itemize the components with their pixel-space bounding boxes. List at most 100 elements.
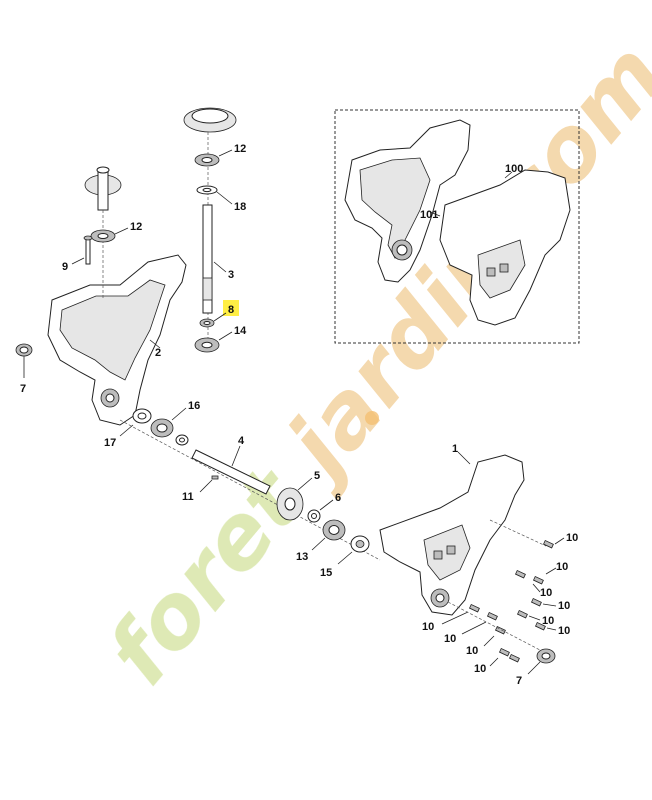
label-10g: 10 [422, 621, 434, 633]
housing-2-boss-hole [105, 393, 115, 403]
shaft-4-drawing [191, 449, 271, 495]
label-9: 9 [62, 261, 68, 273]
screw-10h-drawing [486, 611, 498, 621]
bearing-14-hole [201, 341, 213, 349]
washer-17-hole [137, 412, 147, 420]
watermark-dot [365, 411, 379, 425]
leader-10d [542, 603, 557, 607]
label-1: 1 [452, 443, 458, 455]
bearing-16-hole [156, 423, 168, 433]
inset-frame [334, 109, 580, 344]
label-6: 6 [335, 492, 341, 504]
housing-101-bearing-hole [396, 244, 408, 256]
leader-3 [213, 261, 227, 273]
label-17: 17 [104, 437, 116, 449]
screws-10-group: 10 10 10 10 10 10 10 10 10 [422, 519, 578, 675]
leader-11 [199, 479, 213, 493]
label-16: 16 [188, 400, 200, 412]
leader-12-left [114, 227, 129, 235]
leader-16 [171, 407, 187, 421]
label-10b: 10 [556, 561, 568, 573]
label-13: 13 [296, 551, 308, 563]
leader-7-right [527, 661, 541, 675]
gear-5-hub [284, 497, 296, 511]
label-10e: 10 [542, 615, 554, 627]
housing-1-warning-symbol-1 [433, 550, 443, 560]
label-10d: 10 [558, 600, 570, 612]
seal-7-left-hole [19, 346, 29, 354]
bolt-9-drawing [85, 237, 91, 265]
screw-10f-drawing [534, 621, 546, 631]
right-housing-group: 1 [379, 443, 525, 616]
screw-10e-drawing [516, 609, 528, 619]
housing-2-inner [59, 279, 166, 381]
screw-10b2-drawing [532, 575, 544, 585]
leader-4 [231, 445, 241, 467]
axis-seal-right [447, 601, 541, 651]
leader-18 [216, 191, 233, 205]
screw-10b-drawing [514, 569, 526, 579]
label-10j: 10 [474, 663, 486, 675]
left-housing-group: 2 [47, 254, 187, 426]
washer-18-hole [202, 187, 212, 193]
label-8[interactable]: 8 [228, 304, 234, 316]
leader-14 [218, 331, 233, 341]
screw-10d-drawing [530, 597, 542, 607]
housing-1-bearing-hole [435, 593, 445, 603]
bearing-12-left-hole [97, 233, 109, 239]
highlight-part-8 [223, 300, 239, 316]
label-2: 2 [155, 347, 161, 359]
leader-10g [441, 611, 469, 625]
upper-left-gear-group: 12 9 [62, 166, 142, 300]
leader-100 [504, 171, 513, 179]
leader-10a [554, 537, 565, 545]
label-12-top: 12 [234, 143, 246, 155]
label-10c: 10 [540, 587, 552, 599]
shaft-3-drawing [202, 204, 213, 314]
label-14: 14 [234, 325, 247, 337]
leader-10h [461, 621, 487, 635]
label-10f: 10 [558, 625, 570, 637]
label-15: 15 [320, 567, 332, 579]
housing-100-warning-symbol-1 [486, 267, 496, 277]
leader-12-top [218, 149, 233, 157]
leader-10f [546, 627, 557, 631]
screw-10g-drawing [468, 603, 480, 613]
leader-10e [528, 615, 541, 621]
middle-shaft-group: 17 16 4 11 5 6 13 15 [104, 400, 381, 579]
label-3: 3 [228, 269, 234, 281]
screw-10a-drawing [542, 539, 554, 549]
seal-7-left-group: 7 [15, 343, 33, 395]
label-12-left: 12 [130, 221, 142, 233]
label-10i: 10 [466, 645, 478, 657]
shaft-3-spline [202, 277, 213, 301]
label-7-left: 7 [20, 383, 26, 395]
leader-15 [337, 551, 353, 565]
bearing-12-top-hole [201, 157, 213, 163]
label-18: 18 [234, 201, 246, 213]
leader-10c [532, 583, 541, 593]
bearing-13-hole [328, 525, 340, 535]
leader-2 [149, 339, 161, 349]
leader-5 [297, 477, 313, 491]
seal-7-right-hole [541, 652, 551, 660]
leader-17 [119, 424, 134, 437]
leader-13 [311, 537, 326, 551]
pin-11-drawing [211, 475, 219, 480]
seal-7-right-group: 7 [447, 601, 556, 687]
small-washer-hole [179, 437, 185, 443]
leader-6 [319, 499, 334, 511]
axis-screw-a [489, 519, 547, 547]
housing-100-warning-symbol-2 [499, 263, 509, 273]
label-11: 11 [182, 491, 194, 503]
washer-15-hole [355, 540, 365, 548]
top-gear-hub [191, 108, 229, 124]
label-10a: 10 [566, 532, 578, 544]
left-gear-top [96, 166, 110, 174]
leader-1 [457, 451, 471, 465]
screw-10j2-drawing [508, 653, 520, 663]
leader-10i [483, 635, 495, 647]
part-8-hole [203, 321, 211, 325]
inset-assembly-box: 101 100 [334, 109, 580, 344]
